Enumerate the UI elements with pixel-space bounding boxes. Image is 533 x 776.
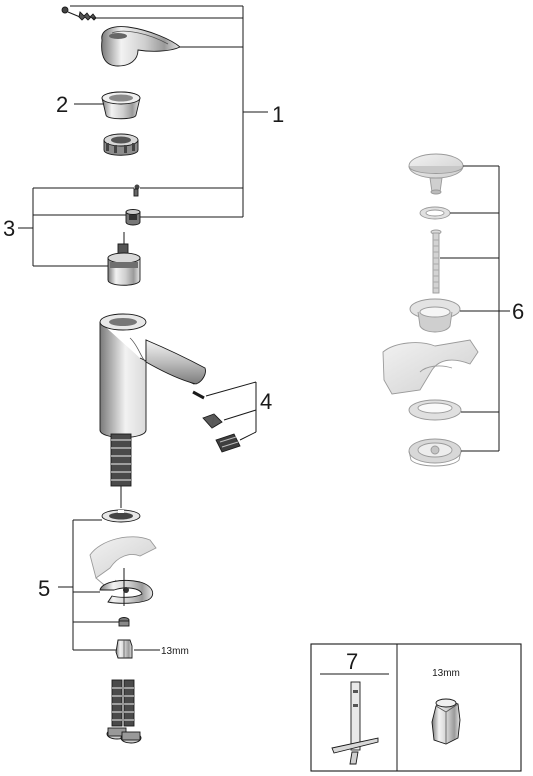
cover-ring xyxy=(101,91,141,120)
spring-washer xyxy=(118,617,130,627)
flex-hose-upper xyxy=(110,433,132,508)
drain-cap xyxy=(408,153,464,195)
drain-bolt xyxy=(430,229,442,294)
tools-inset xyxy=(310,643,522,772)
callout-4-leaders xyxy=(205,381,257,441)
callout-4: 4 xyxy=(260,389,272,414)
cartridge-nut xyxy=(103,133,139,156)
horseshoe-washer xyxy=(99,579,154,604)
drain-seal xyxy=(419,206,451,220)
faucet-body xyxy=(99,313,206,438)
cartridge-screw xyxy=(133,184,140,197)
spindle-adapter xyxy=(125,209,141,226)
tool-number: 7 xyxy=(346,649,358,674)
cartridge xyxy=(107,232,141,286)
aerator-housing xyxy=(215,433,241,453)
callout-6: 6 xyxy=(512,299,524,324)
drain-lock-ring xyxy=(408,399,462,421)
callout-5: 5 xyxy=(38,576,50,601)
nut-dimension: 13mm xyxy=(134,646,189,657)
basin-section-ghost xyxy=(382,339,479,395)
socket-size-label: 13mm xyxy=(432,668,460,679)
callout-3: 3 xyxy=(3,216,15,241)
callout-1-leaders xyxy=(70,5,268,218)
callout-5-leaders xyxy=(58,519,119,651)
callout-1: 1 xyxy=(272,102,284,127)
mounting-ring xyxy=(101,509,141,523)
drain-body xyxy=(408,438,462,467)
drain-flange xyxy=(409,298,461,333)
callout-3-leaders xyxy=(18,187,134,267)
aerator-insert xyxy=(202,413,223,429)
flex-hoses-lower xyxy=(106,679,142,744)
fixing-nut xyxy=(115,639,133,659)
handle-screw xyxy=(61,6,97,21)
callout-2: 2 xyxy=(56,92,68,117)
callout-6-leaders xyxy=(440,165,510,452)
wrench-icon xyxy=(331,681,379,765)
socket-icon xyxy=(431,698,461,745)
nut-size-label: 13mm xyxy=(161,646,189,657)
lever-handle xyxy=(101,26,181,67)
aerator-washer xyxy=(192,390,205,400)
